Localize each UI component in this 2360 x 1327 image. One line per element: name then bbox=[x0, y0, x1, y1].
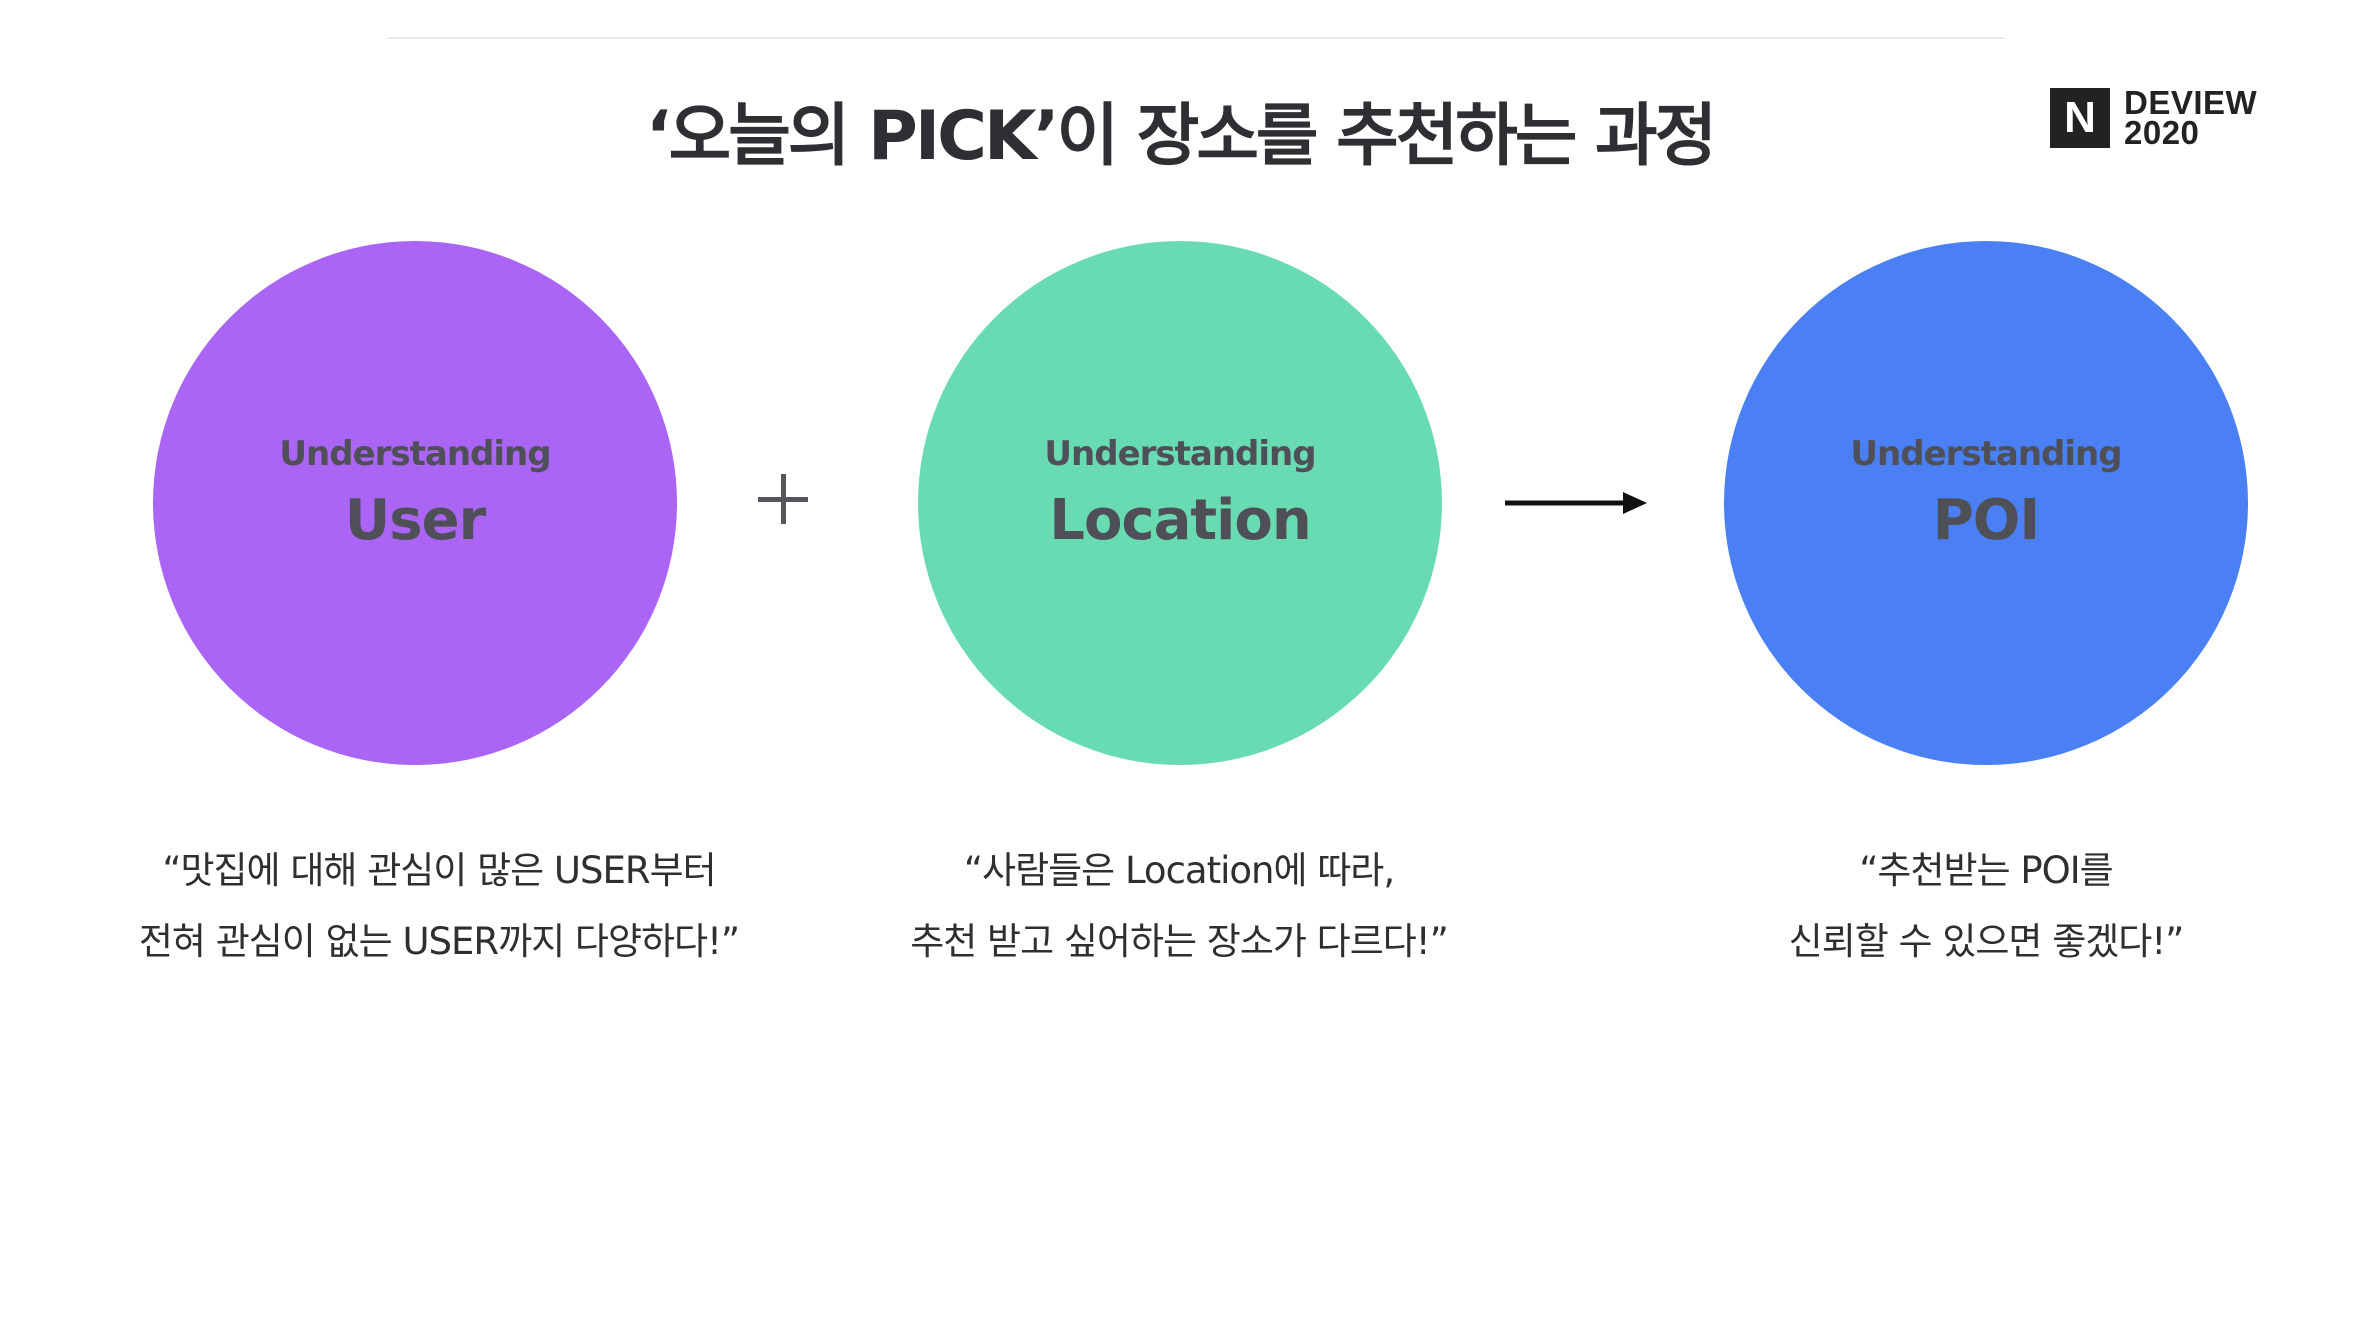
logo-text: DEVIEW 2020 bbox=[2124, 84, 2258, 151]
poi-quote-line-2: 신뢰할 수 있으면 좋겠다!” bbox=[1788, 920, 2185, 963]
arrow-right-icon bbox=[1505, 492, 1647, 514]
user-circle: Understanding User bbox=[153, 241, 677, 765]
deview-logo: N DEVIEW 2020 bbox=[2050, 84, 2258, 151]
user-quote-line-1: “맛집에 대해 관심이 많은 USER부터 bbox=[162, 849, 716, 892]
top-divider bbox=[387, 37, 2005, 39]
user-circle-label: User bbox=[344, 487, 486, 553]
location-circle-label: Location bbox=[1049, 487, 1311, 553]
location-quote-line-2: 추천 받고 싶어하는 장소가 다르다!” bbox=[910, 920, 1449, 963]
logo-line-deview: DEVIEW bbox=[2124, 84, 2258, 121]
slide-title: ‘오늘의 PICK’이 장소를 추천하는 과정 bbox=[645, 97, 1717, 176]
logo-line-year: 2020 bbox=[2124, 114, 2200, 151]
user-circle-subtitle: Understanding bbox=[279, 433, 551, 474]
location-quote-line-1: “사람들은 Location에 따라, bbox=[963, 849, 1395, 892]
user-quote-line-2: 전혀 관심이 없는 USER까지 다양하다!” bbox=[138, 920, 740, 963]
location-circle: Understanding Location bbox=[918, 241, 1442, 765]
poi-quote: “추천받는 POI를 신뢰할 수 있으면 좋겠다!” bbox=[1606, 835, 2360, 977]
poi-quote-line-1: “추천받는 POI를 bbox=[1859, 849, 2113, 892]
poi-circle: Understanding POI bbox=[1724, 241, 2248, 765]
plus-icon bbox=[758, 470, 816, 528]
poi-circle-label: POI bbox=[1932, 487, 2040, 553]
location-circle-subtitle: Understanding bbox=[1044, 433, 1316, 474]
naver-n-logo-mark: N bbox=[2050, 88, 2110, 148]
location-quote: “사람들은 Location에 따라, 추천 받고 싶어하는 장소가 다르다!” bbox=[799, 835, 1559, 977]
user-quote: “맛집에 대해 관심이 많은 USER부터 전혀 관심이 없는 USER까지 다… bbox=[59, 835, 819, 977]
poi-circle-subtitle: Understanding bbox=[1850, 433, 2122, 474]
